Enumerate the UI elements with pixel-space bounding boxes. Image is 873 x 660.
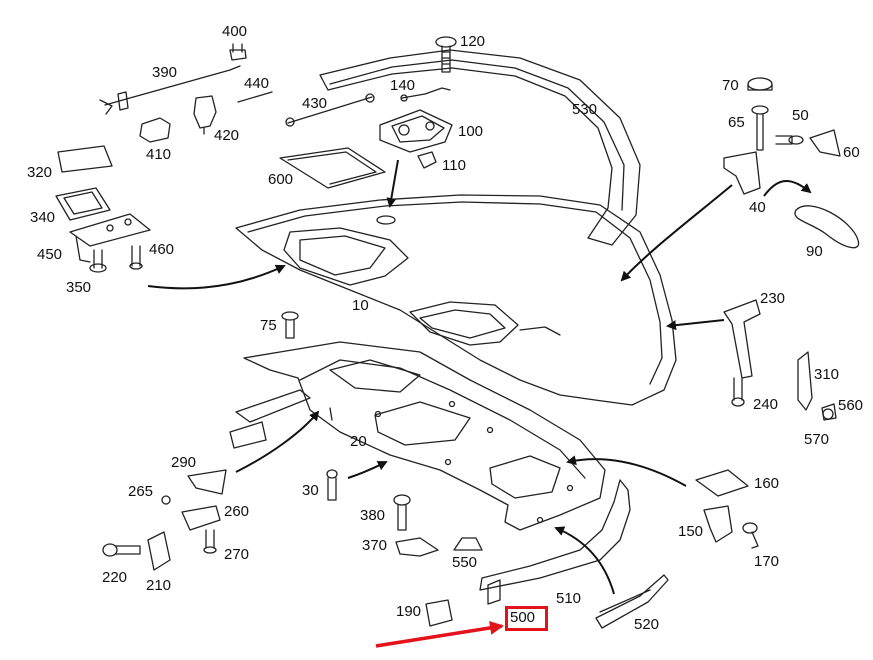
bolt-65 (751, 105, 769, 151)
label-240: 240 (753, 396, 779, 413)
mat-320 (57, 145, 113, 173)
holder-420 (193, 95, 217, 135)
rod-140 (400, 87, 451, 102)
clip-570 (822, 408, 834, 420)
washer-265 (161, 495, 171, 505)
pin-440 (237, 91, 273, 103)
label-430: 430 (302, 95, 328, 112)
bolt-460 (129, 245, 143, 270)
label-450: 450 (37, 246, 63, 263)
holder-410 (139, 117, 171, 143)
label-400: 400 (222, 23, 248, 40)
label-220: 220 (102, 569, 128, 586)
arm-230 (723, 299, 761, 379)
bracket-450 (69, 213, 151, 263)
bolt-120 (435, 36, 457, 73)
label-120: 120 (460, 33, 486, 50)
label-570: 570 (804, 431, 830, 448)
bolt-380 (393, 494, 411, 531)
bracket-370 (395, 537, 439, 557)
cable-430 (285, 93, 375, 127)
label-440: 440 (244, 75, 270, 92)
trim-520 (595, 574, 669, 629)
red-pointer-arrow (375, 620, 504, 648)
bolt-240 (731, 377, 745, 407)
label-560: 560 (838, 397, 864, 414)
bolt-350 (89, 249, 107, 273)
label-210: 210 (146, 577, 172, 594)
label-520: 520 (634, 616, 660, 633)
bumper-190 (425, 599, 453, 627)
cable-390 (99, 65, 241, 115)
label-140: 140 (390, 77, 416, 94)
label-75: 75 (260, 317, 277, 334)
inner-frame-20 (229, 341, 606, 531)
label-170: 170 (754, 553, 780, 570)
bolt-30 (326, 469, 338, 501)
label-270: 270 (224, 546, 250, 563)
label-100: 100 (458, 123, 484, 140)
highlight-box-500 (505, 606, 548, 631)
label-420: 420 (214, 127, 240, 144)
label-550: 550 (452, 554, 478, 571)
clip-400 (229, 43, 247, 61)
label-600: 600 (268, 171, 294, 188)
label-10: 10 (352, 297, 369, 314)
trunk-lid-10 (235, 194, 677, 406)
label-230: 230 (760, 290, 786, 307)
lock-340 (55, 187, 111, 221)
bolt-50 (775, 135, 804, 145)
label-290: 290 (171, 454, 197, 471)
bolt-75 (281, 311, 299, 339)
hinge-40 (723, 151, 761, 195)
seal-strip-530 (319, 49, 641, 246)
label-20: 20 (350, 433, 367, 450)
label-60: 60 (843, 144, 860, 161)
label-265: 265 (128, 483, 154, 500)
bolt-170 (742, 522, 759, 549)
bolt-270 (203, 529, 217, 554)
label-410: 410 (146, 146, 172, 163)
label-460: 460 (149, 241, 175, 258)
label-110: 110 (442, 157, 466, 174)
bracket-290 (187, 469, 227, 495)
hinge-260 (181, 505, 221, 531)
label-50: 50 (792, 107, 809, 124)
pad-600 (279, 147, 386, 189)
label-65: 65 (728, 114, 745, 131)
clip-110 (417, 151, 437, 169)
label-510: 510 (556, 590, 582, 607)
stop-550 (453, 537, 483, 551)
label-160: 160 (754, 475, 780, 492)
trim-510 (479, 479, 631, 605)
label-320: 320 (27, 164, 53, 181)
label-380: 380 (360, 507, 386, 524)
lock-210 (147, 531, 171, 571)
label-310: 310 (814, 366, 840, 383)
label-70: 70 (722, 77, 739, 94)
label-370: 370 (362, 537, 388, 554)
label-350: 350 (66, 279, 92, 296)
cap-70 (747, 77, 773, 91)
label-30: 30 (302, 482, 319, 499)
label-340: 340 (30, 209, 56, 226)
latch-100 (379, 109, 453, 153)
label-150: 150 (678, 523, 704, 540)
label-390: 390 (152, 64, 178, 81)
label-500: 500 (510, 609, 536, 626)
lock-150 (703, 505, 733, 543)
label-530: 530 (572, 101, 598, 118)
label-260: 260 (224, 503, 250, 520)
label-190: 190 (396, 603, 422, 620)
label-90: 90 (806, 243, 823, 260)
latch-160 (695, 469, 749, 497)
seal-ring-90 (794, 205, 860, 249)
label-40: 40 (749, 199, 766, 216)
bracket-60 (809, 129, 841, 157)
strut-310 (797, 351, 813, 411)
bolt-220 (102, 543, 141, 557)
